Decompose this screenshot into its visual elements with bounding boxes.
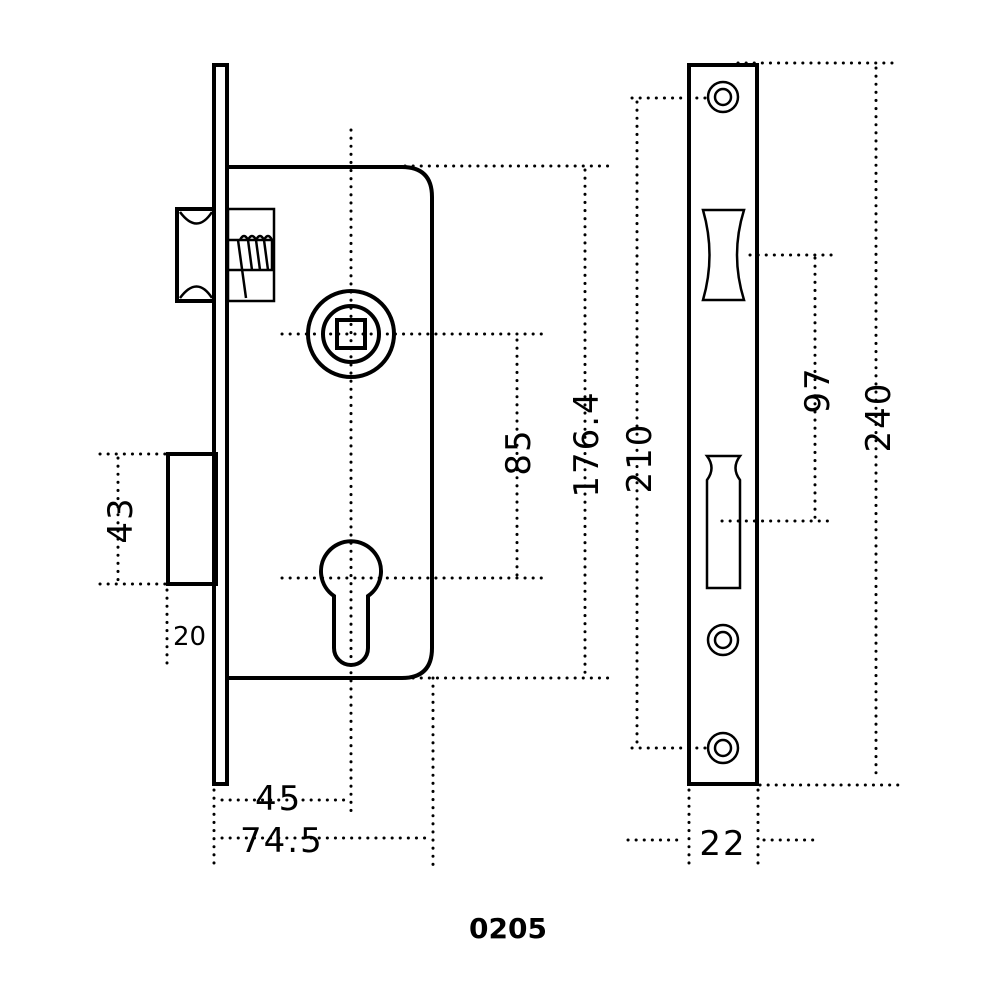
bolt-opening	[704, 454, 743, 590]
latch	[175, 207, 276, 303]
dim-body-height: 176.4	[567, 390, 607, 497]
dim-faceplate-width: 22	[699, 824, 746, 864]
dim-screw-spacing: 210	[620, 423, 660, 494]
dim-faceplate-height: 240	[859, 382, 899, 453]
dim-handle-to-cylinder: 85	[499, 428, 539, 475]
faceplate-side	[212, 63, 229, 786]
dim-backset: 45	[255, 779, 302, 819]
latch-opening	[701, 208, 746, 302]
faceplate-front	[626, 61, 902, 867]
dim-body-depth: 74.5	[240, 821, 324, 861]
deadbolt	[166, 452, 218, 586]
model-code: 0205	[469, 912, 547, 945]
dim-latch-to-bolt: 97	[798, 366, 838, 413]
spring-icon	[236, 234, 274, 299]
screw-hole-icon	[706, 731, 740, 765]
dim-bolt-height: 43	[101, 496, 141, 543]
side-view	[98, 63, 612, 867]
dim-bolt-throw: 20	[173, 622, 206, 652]
lock-body	[228, 165, 434, 680]
cylinder-keyhole	[319, 539, 383, 667]
screw-hole-icon	[706, 623, 740, 657]
screw-hole-icon	[706, 80, 740, 114]
